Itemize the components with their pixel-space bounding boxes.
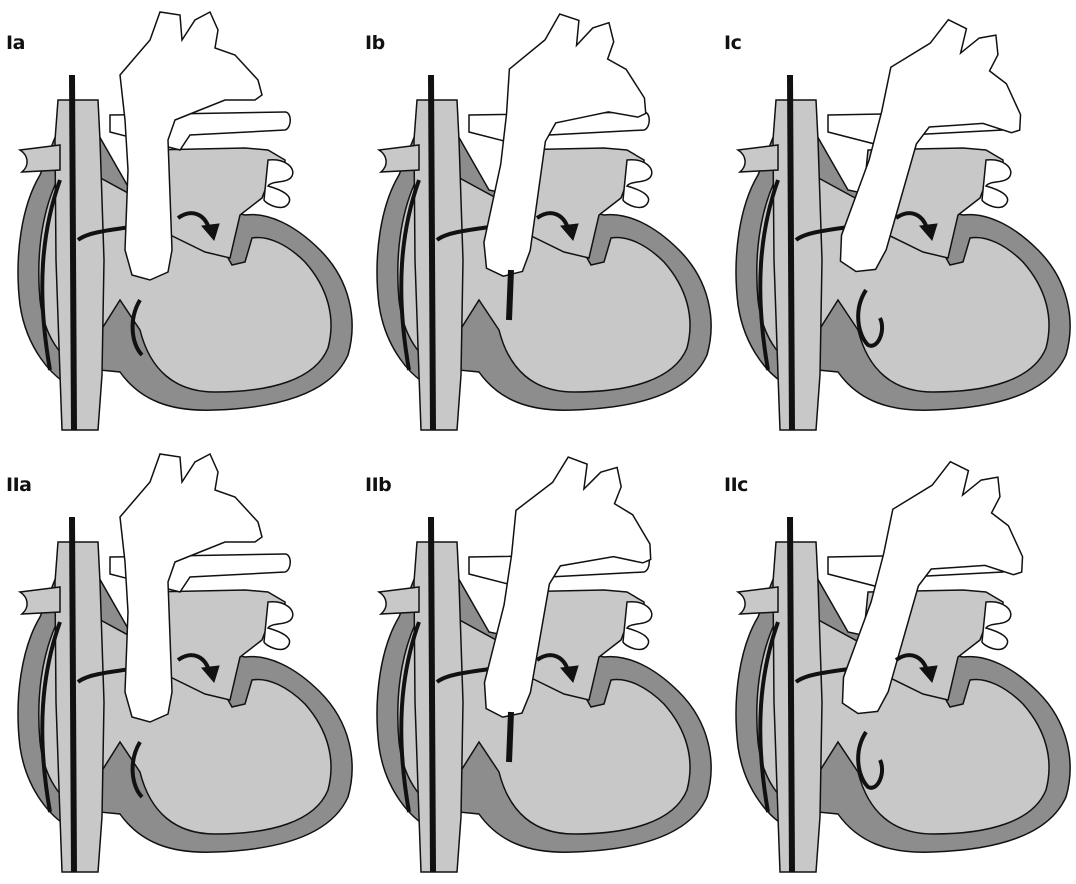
heart-drawing-iib	[359, 442, 717, 884]
heart-drawing-ib	[359, 0, 717, 442]
vena-cava	[773, 100, 822, 430]
marker-line	[431, 517, 433, 872]
panel-label-iib: IIb	[365, 474, 391, 496]
panel-label-ia: Ia	[6, 32, 25, 54]
heart-drawing-iic	[718, 442, 1076, 884]
pulmonary-veins	[264, 160, 293, 208]
panel-ib: Ib	[359, 0, 717, 442]
panel-ia: Ia	[0, 0, 358, 442]
pulmonary-veins	[982, 160, 1011, 208]
panel-iib: IIb	[359, 442, 717, 884]
left-venous-stub	[379, 145, 419, 172]
heart-drawing-ia	[0, 0, 358, 442]
vena-cava	[55, 100, 104, 430]
marker-line	[790, 517, 792, 872]
pulmonary-veins	[982, 602, 1011, 650]
marker-line	[72, 75, 74, 430]
panel-label-iia: IIa	[6, 474, 31, 496]
vena-cava	[773, 542, 822, 872]
left-venous-stub	[379, 587, 419, 614]
panel-ic: Ic	[718, 0, 1076, 442]
septum	[509, 712, 511, 762]
left-venous-stub	[20, 587, 60, 614]
left-venous-stub	[738, 587, 778, 614]
heart-drawing-iia	[0, 442, 358, 884]
marker-line	[72, 517, 74, 872]
panel-iia: IIa	[0, 442, 358, 884]
left-venous-stub	[20, 145, 60, 172]
heart-drawing-ic	[718, 0, 1076, 442]
septum	[509, 270, 511, 320]
panel-label-iic: IIc	[724, 474, 748, 496]
pulmonary-veins	[623, 160, 652, 208]
panel-label-ic: Ic	[724, 32, 741, 54]
marker-line	[790, 75, 792, 430]
pulmonary-veins	[623, 602, 652, 650]
marker-line	[431, 75, 433, 430]
vena-cava	[414, 542, 463, 872]
panel-iic: IIc	[718, 442, 1076, 884]
left-venous-stub	[738, 145, 778, 172]
vena-cava	[55, 542, 104, 872]
pulmonary-veins	[264, 602, 293, 650]
panel-label-ib: Ib	[365, 32, 385, 54]
vena-cava	[414, 100, 463, 430]
